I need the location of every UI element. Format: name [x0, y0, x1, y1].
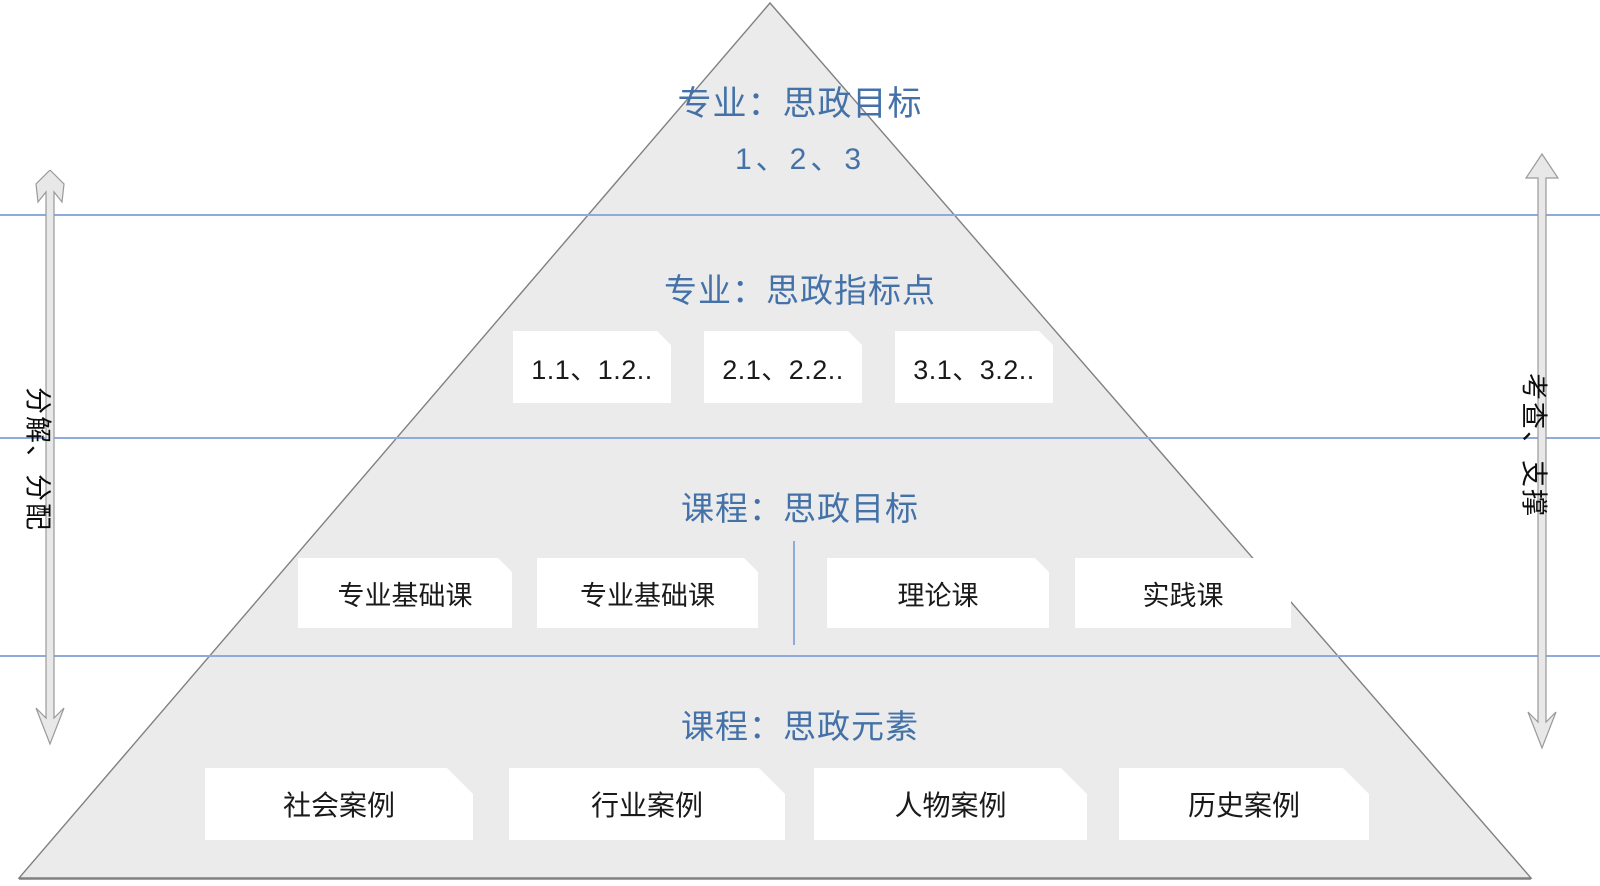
indicators-heading: 专业：思政指标点	[664, 272, 936, 309]
element-card[interactable]: 行业案例	[509, 768, 785, 840]
tier-divider-3	[0, 655, 1600, 657]
tier-divider-1	[0, 214, 1600, 216]
indicator-card[interactable]: 2.1、2.2..	[704, 331, 862, 403]
element-card[interactable]: 历史案例	[1119, 768, 1369, 840]
course-card[interactable]: 理论课	[827, 558, 1049, 628]
courses-heading: 课程：思政目标	[681, 490, 919, 527]
right-arrow-path	[1524, 152, 1560, 750]
courses-group-divider	[793, 541, 795, 645]
element-card[interactable]: 人物案例	[814, 768, 1087, 840]
indicator-card[interactable]: 1.1、1.2..	[513, 331, 671, 403]
course-card[interactable]: 实践课	[1075, 558, 1291, 628]
indicator-card[interactable]: 3.1、3.2..	[895, 331, 1053, 403]
pyramid-triangle	[17, 1, 1533, 879]
left-arrow-label: 分解、分配	[22, 387, 53, 532]
course-card[interactable]: 专业基础课	[537, 558, 758, 628]
apex-subheading: 1、2、3	[734, 143, 866, 176]
right-arrow-icon	[1512, 152, 1572, 752]
right-arrow-label: 考查、支撑	[1518, 373, 1549, 518]
left-arrow-icon	[20, 170, 80, 750]
element-card[interactable]: 社会案例	[205, 768, 473, 840]
apex-heading: 专业：思政目标	[677, 85, 923, 123]
left-arrow-path	[35, 170, 65, 746]
course-card[interactable]: 专业基础课	[298, 558, 512, 628]
elements-heading: 课程：思政元素	[681, 708, 919, 745]
tier-divider-2	[0, 437, 1600, 439]
